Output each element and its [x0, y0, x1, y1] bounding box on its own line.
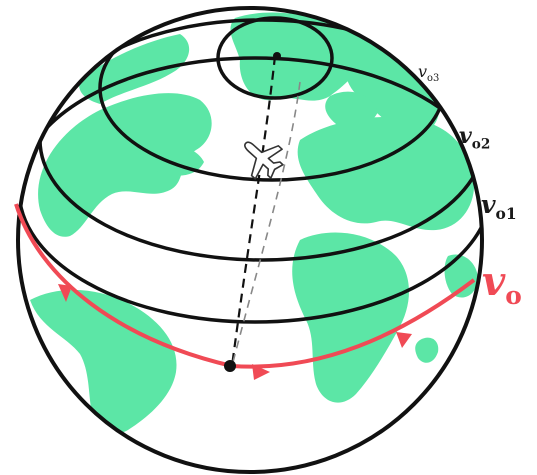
direction-arrow-icon	[58, 284, 72, 302]
globe-outline	[16, 6, 484, 474]
label-vo3: vo3	[418, 62, 440, 85]
land-north-right	[338, 20, 440, 134]
land-east-tip	[444, 254, 478, 298]
dashed-meridian-grey	[231, 81, 301, 367]
land-scandinavia	[325, 91, 378, 128]
land-greenland	[230, 12, 364, 101]
direction-arrows	[58, 284, 412, 380]
meridian-paths	[230, 55, 301, 367]
label-vo1: vo1	[481, 190, 517, 223]
land-island-east	[415, 337, 439, 363]
start-dot	[224, 360, 236, 372]
label-vo2: vo2	[459, 123, 491, 153]
label-vo: vo	[482, 258, 522, 310]
pole-dot	[273, 52, 281, 60]
airplane-icon	[244, 141, 284, 180]
land-africa	[292, 232, 409, 403]
land-masses	[30, 12, 478, 435]
direction-arrow-icon	[396, 332, 412, 348]
land-north-america	[38, 93, 212, 237]
dashed-meridian-black	[230, 55, 277, 367]
land-south-america	[30, 289, 177, 435]
land-eurasia	[297, 116, 475, 231]
direction-arrow-icon	[252, 364, 270, 380]
